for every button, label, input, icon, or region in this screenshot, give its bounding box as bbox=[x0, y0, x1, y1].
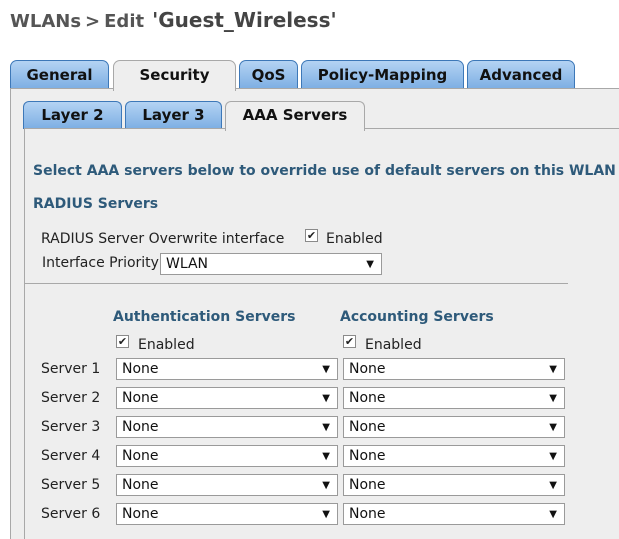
server-2-auth-value: None bbox=[122, 390, 159, 406]
breadcrumb-wlans[interactable]: WLANs bbox=[10, 11, 82, 32]
tab-layer-3[interactable]: Layer 3 bbox=[125, 101, 222, 129]
chevron-down-icon: ▼ bbox=[322, 509, 330, 520]
wlan-name: 'Guest_Wireless' bbox=[152, 8, 337, 32]
server-1-label: Server 1 bbox=[41, 361, 101, 377]
server-1-auth-select[interactable]: None ▼ bbox=[116, 358, 338, 380]
server-6-auth-select[interactable]: None ▼ bbox=[116, 503, 338, 525]
chevron-down-icon: ▼ bbox=[322, 451, 330, 462]
interface-priority-select[interactable]: WLAN ▼ bbox=[160, 253, 382, 275]
radius-servers-heading: RADIUS Servers bbox=[33, 196, 159, 212]
overwrite-interface-label: RADIUS Server Overwrite interface bbox=[41, 231, 285, 247]
chevron-down-icon: ▼ bbox=[322, 422, 330, 433]
server-4-auth-select[interactable]: None ▼ bbox=[116, 445, 338, 467]
interface-priority-value: WLAN bbox=[166, 256, 209, 272]
chevron-down-icon: ▼ bbox=[322, 480, 330, 491]
chevron-down-icon: ▼ bbox=[549, 451, 557, 462]
tab-aaa-servers[interactable]: AAA Servers bbox=[225, 101, 365, 131]
page-title: WLANs>Edit 'Guest_Wireless' bbox=[10, 8, 337, 32]
server-2-label: Server 2 bbox=[41, 390, 101, 406]
server-3-auth-select[interactable]: None ▼ bbox=[116, 416, 338, 438]
server-5-acct-value: None bbox=[349, 477, 386, 493]
chevron-down-icon: ▼ bbox=[549, 393, 557, 404]
aaa-servers-panel bbox=[24, 128, 619, 539]
overwrite-enabled-label: Enabled bbox=[326, 231, 383, 247]
server-2-auth-select[interactable]: None ▼ bbox=[116, 387, 338, 409]
server-1-acct-value: None bbox=[349, 361, 386, 377]
breadcrumb-edit: Edit bbox=[104, 11, 145, 32]
check-icon: ✔ bbox=[306, 229, 317, 242]
tab-qos[interactable]: QoS bbox=[239, 60, 298, 89]
tab-security[interactable]: Security bbox=[113, 60, 236, 91]
acct-enabled-label: Enabled bbox=[365, 337, 422, 353]
interface-priority-label: Interface Priority bbox=[42, 255, 159, 271]
server-4-label: Server 4 bbox=[41, 448, 101, 464]
chevron-down-icon: ▼ bbox=[549, 509, 557, 520]
chevron-down-icon: ▼ bbox=[549, 364, 557, 375]
section-divider bbox=[25, 283, 568, 284]
server-1-acct-select[interactable]: None ▼ bbox=[343, 358, 565, 380]
tab-general[interactable]: General bbox=[10, 60, 109, 89]
server-2-acct-value: None bbox=[349, 390, 386, 406]
check-icon: ✔ bbox=[344, 335, 355, 348]
authentication-servers-heading: Authentication Servers bbox=[113, 309, 296, 325]
chevron-down-icon: ▼ bbox=[322, 364, 330, 375]
auth-enabled-checkbox[interactable]: ✔ bbox=[116, 335, 129, 348]
acct-enabled-checkbox[interactable]: ✔ bbox=[343, 335, 356, 348]
auth-enabled-label: Enabled bbox=[138, 337, 195, 353]
server-5-auth-select[interactable]: None ▼ bbox=[116, 474, 338, 496]
server-6-label: Server 6 bbox=[41, 506, 101, 522]
server-5-label: Server 5 bbox=[41, 477, 101, 493]
server-3-label: Server 3 bbox=[41, 419, 101, 435]
server-3-acct-value: None bbox=[349, 419, 386, 435]
server-5-acct-select[interactable]: None ▼ bbox=[343, 474, 565, 496]
server-4-acct-select[interactable]: None ▼ bbox=[343, 445, 565, 467]
breadcrumb-separator: > bbox=[85, 11, 101, 32]
intro-text: Select AAA servers below to override use… bbox=[33, 163, 616, 179]
tab-advanced[interactable]: Advanced bbox=[467, 60, 575, 89]
server-6-acct-value: None bbox=[349, 506, 386, 522]
server-5-auth-value: None bbox=[122, 477, 159, 493]
chevron-down-icon: ▼ bbox=[322, 393, 330, 404]
server-1-auth-value: None bbox=[122, 361, 159, 377]
chevron-down-icon: ▼ bbox=[549, 422, 557, 433]
server-6-acct-select[interactable]: None ▼ bbox=[343, 503, 565, 525]
check-icon: ✔ bbox=[117, 335, 128, 348]
tab-layer-2[interactable]: Layer 2 bbox=[23, 101, 122, 129]
server-4-auth-value: None bbox=[122, 448, 159, 464]
chevron-down-icon: ▼ bbox=[549, 480, 557, 491]
server-4-acct-value: None bbox=[349, 448, 386, 464]
server-3-auth-value: None bbox=[122, 419, 159, 435]
server-6-auth-value: None bbox=[122, 506, 159, 522]
server-2-acct-select[interactable]: None ▼ bbox=[343, 387, 565, 409]
accounting-servers-heading: Accounting Servers bbox=[340, 309, 494, 325]
overwrite-interface-checkbox[interactable]: ✔ bbox=[305, 229, 318, 242]
tab-policy-mapping[interactable]: Policy-Mapping bbox=[301, 60, 464, 89]
chevron-down-icon: ▼ bbox=[366, 259, 374, 270]
server-3-acct-select[interactable]: None ▼ bbox=[343, 416, 565, 438]
